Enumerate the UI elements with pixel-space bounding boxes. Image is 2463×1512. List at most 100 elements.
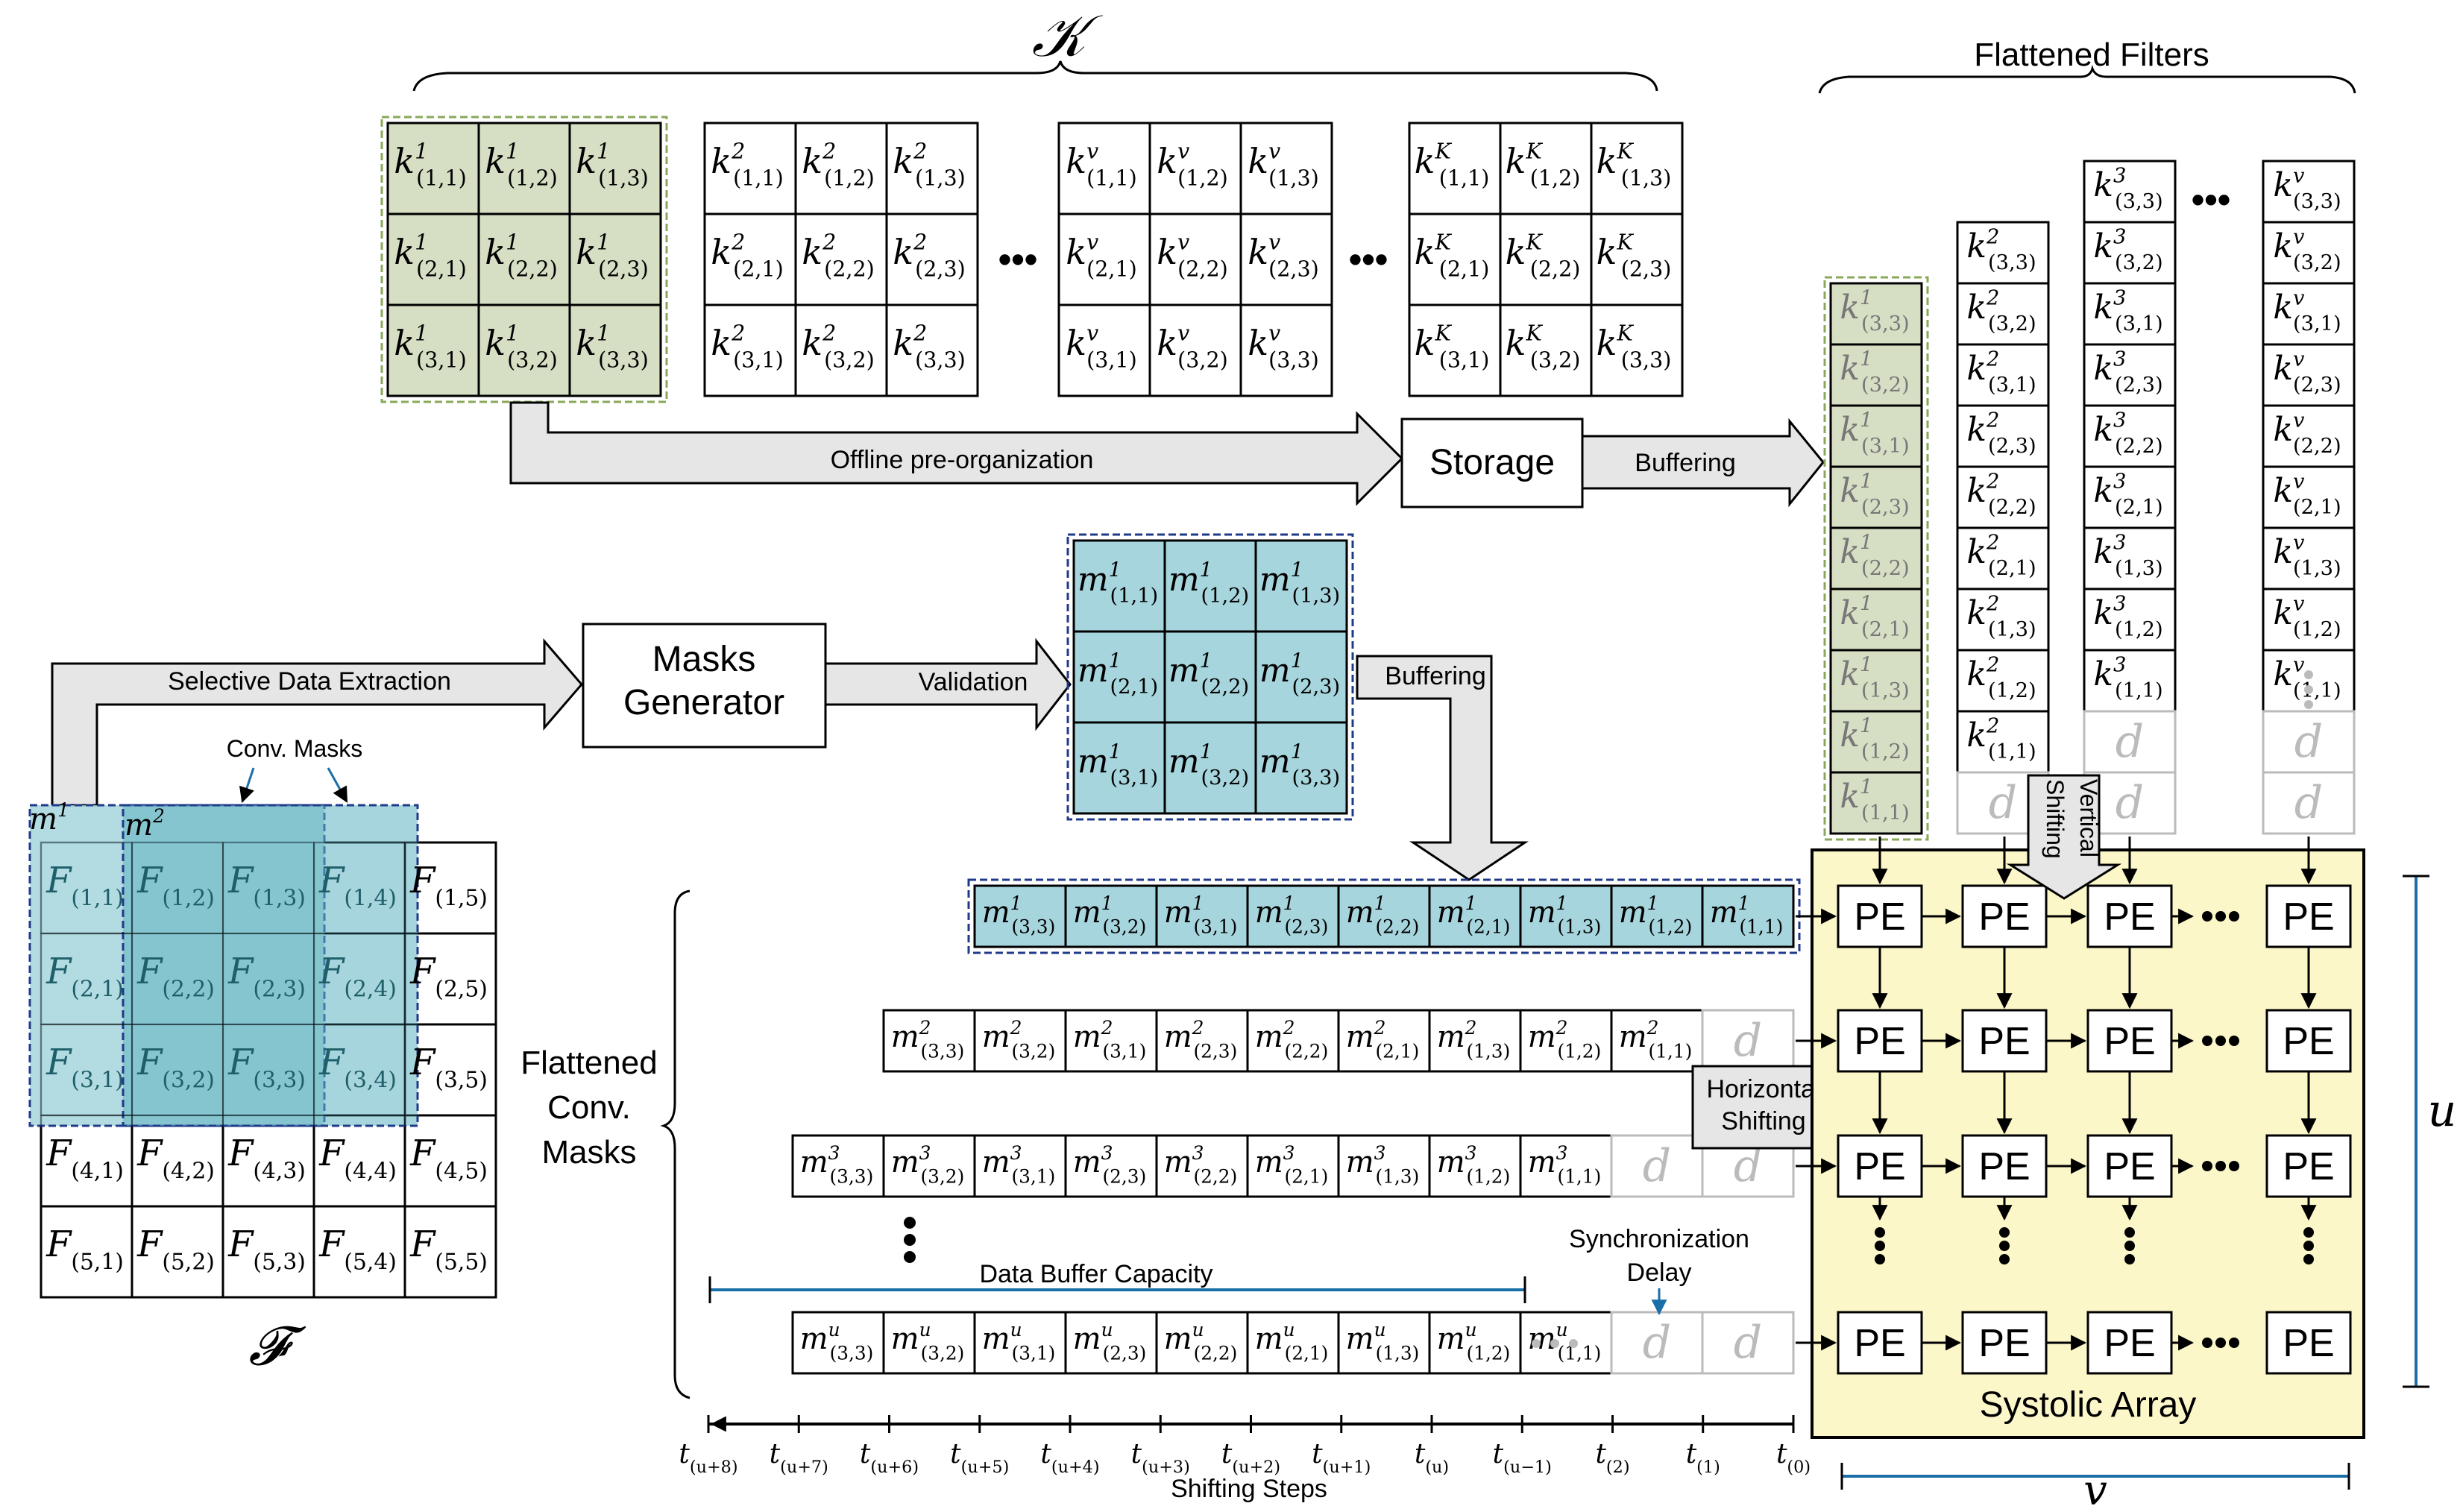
feature-grid [313, 842, 406, 934]
feature-cell [312, 1205, 406, 1299]
filter-cell [1956, 649, 2050, 713]
feature-cell-label: F(2,4) [318, 951, 397, 1002]
kernel-cell [794, 122, 888, 215]
filter-delay-cell [2262, 771, 2356, 835]
mask-row-2: m2(3,3)m2(3,2)m2(3,1)m2(2,3)m2(2,2)m2(2,… [882, 1009, 1795, 1073]
feature-cell-label: F(5,5) [409, 1223, 488, 1275]
mask-row-cell [1519, 884, 1613, 948]
mask-row-cell [973, 1134, 1067, 1198]
kernel-ellipsis: ••• [1349, 239, 1388, 280]
pe-ellipsis-dot [2229, 1161, 2239, 1171]
kernel-cell [1239, 303, 1333, 397]
feature-cell-label: F(2,5) [409, 951, 488, 1002]
feature-grid [222, 842, 315, 934]
mask-row-u: mu(3,3)mu(3,2)mu(3,1)mu(2,3)mu(2,2)mu(2,… [791, 1311, 1795, 1375]
processing-element [2086, 1134, 2173, 1198]
kernel-ellipsis: ••• [998, 239, 1038, 280]
storage-label: Storage [1429, 443, 1555, 482]
buffering-arrow-top [1581, 418, 1825, 508]
conv-mask-m2 [122, 804, 419, 1127]
pe-ellipsis-dot [2229, 1338, 2239, 1348]
mask-row-1: m1(3,3)m1(3,2)m1(3,1)m1(2,3)m1(2,2)m1(2,… [967, 878, 1801, 954]
pe-ellipsis-dot [1875, 1227, 1885, 1238]
filter-cell-label: k1(1,2) [1840, 715, 1909, 763]
delay-symbol: d [1734, 1015, 1762, 1067]
pe-ellipsis-dot [2303, 1241, 2314, 1251]
kernel-cell [885, 122, 979, 215]
flattened-conv-label-1: Flattened [520, 1045, 657, 1081]
filter-cell [2083, 649, 2177, 713]
pe-label: PE [1978, 1020, 2030, 1063]
feature-cell-label: F(3,2) [136, 1042, 215, 1093]
filter-cell-label: k2(3,3) [1966, 226, 2036, 274]
mask-cell-label: m1(2,3) [1259, 650, 1340, 699]
feature-cell-label: F(2,1) [45, 951, 124, 1002]
pe-label: PE [2283, 1322, 2334, 1365]
sync-delay-label-1: Synchronization [1569, 1225, 1749, 1253]
kernel-cell-label: k1(3,3) [576, 321, 649, 373]
feature-grid [131, 1206, 224, 1298]
kernel-cell-label: k1(2,1) [394, 230, 467, 282]
feature-grid [40, 842, 133, 934]
mask-row-cell [1064, 884, 1158, 948]
filter-cell [1829, 710, 1923, 774]
validation-label: Validation [919, 668, 1028, 696]
mask-row-cell-label: m3(1,3) [1346, 1142, 1420, 1187]
mask-row-delay-cell [1610, 1311, 1704, 1375]
mask-row-cell-label: mu(2,2) [1164, 1319, 1238, 1364]
mask-row-cell-label: mu(3,2) [891, 1319, 965, 1364]
feature-cell [403, 841, 497, 935]
vertical-shifting-label-1: Vertical [2075, 779, 2102, 857]
kernel-cell-label: k1(1,1) [394, 139, 467, 191]
mask-row-cell [1428, 1134, 1522, 1198]
mask-row-cell-label: m1(3,3) [982, 892, 1056, 937]
mask-row-cell-label: m3(3,2) [891, 1142, 965, 1187]
kernel-cell-label: k1(3,2) [485, 321, 558, 373]
horizontal-shifting-label-2: Shifting [1721, 1107, 1805, 1135]
timeline-tick-label: t(u+6) [860, 1439, 919, 1477]
pe-ellipsis-dot [1999, 1254, 2010, 1264]
feature-cell-label: F(1,1) [45, 860, 124, 911]
pe-ellipsis-dot [2124, 1254, 2135, 1264]
mask-row-cell-label: m1(3,1) [1164, 892, 1238, 937]
mask-row-cell-label: mu(1,1) [1528, 1319, 1602, 1364]
feature-grid [313, 1206, 406, 1298]
timeline-tick-label: t(u+1) [1312, 1439, 1371, 1477]
timeline-tick-label: t(1) [1686, 1439, 1720, 1477]
filter-cell [2262, 160, 2356, 224]
kernel-cell [1057, 212, 1151, 306]
mask-row-cell-label: mu(2,1) [1255, 1319, 1329, 1364]
pe-label: PE [1854, 1145, 1905, 1188]
filter-cell [1956, 404, 2050, 468]
kernel-cell [1239, 122, 1333, 215]
mask-m2-tag: m2 [125, 805, 165, 842]
kernel-cell-label: k1(1,2) [485, 139, 558, 191]
filter-cell [1956, 588, 2050, 652]
kernel-cell-label: kK(1,3) [1597, 139, 1672, 191]
mask-row-cell-label: m3(1,1) [1528, 1142, 1602, 1187]
mask-row-cell-label: m2(2,1) [1346, 1017, 1420, 1062]
shifting-steps-label: Shifting Steps [1171, 1475, 1327, 1503]
mask-cell-label: m1(1,3) [1259, 559, 1340, 608]
kernel-cell-label: kK(3,3) [1597, 321, 1672, 373]
kernel-cell-label: k2(1,2) [802, 139, 875, 191]
mask-row-delay-cell [1701, 1311, 1795, 1375]
feature-grid [313, 1115, 406, 1207]
kernel-cell [568, 212, 662, 306]
kernel-cell-label: kv(1,1) [1066, 139, 1137, 191]
filter-cell-label: k1(2,2) [1840, 532, 1909, 580]
pe-ellipsis-dot [2215, 911, 2226, 922]
filter-cell-label: k3(2,3) [2093, 348, 2162, 397]
filter-delay-cell [2262, 710, 2356, 774]
kernel-cell-label: k2(3,2) [802, 321, 875, 373]
processing-element [2086, 1311, 2173, 1375]
kernel-v: kv(1,1)kv(1,2)kv(1,3)kv(2,1)kv(2,2)kv(2,… [1057, 122, 1333, 397]
mask-cell-label: m1(2,2) [1168, 650, 1249, 699]
mask-row-cell [1155, 1009, 1249, 1073]
mask-cell [1254, 721, 1348, 815]
pe-ellipsis-dot [2202, 911, 2212, 922]
mask-row-cell-label: m1(1,1) [1710, 892, 1784, 937]
pe-ellipsis-dot [1999, 1241, 2010, 1251]
kernel-cell [477, 212, 571, 306]
flattened-conv-brace [660, 889, 691, 1399]
